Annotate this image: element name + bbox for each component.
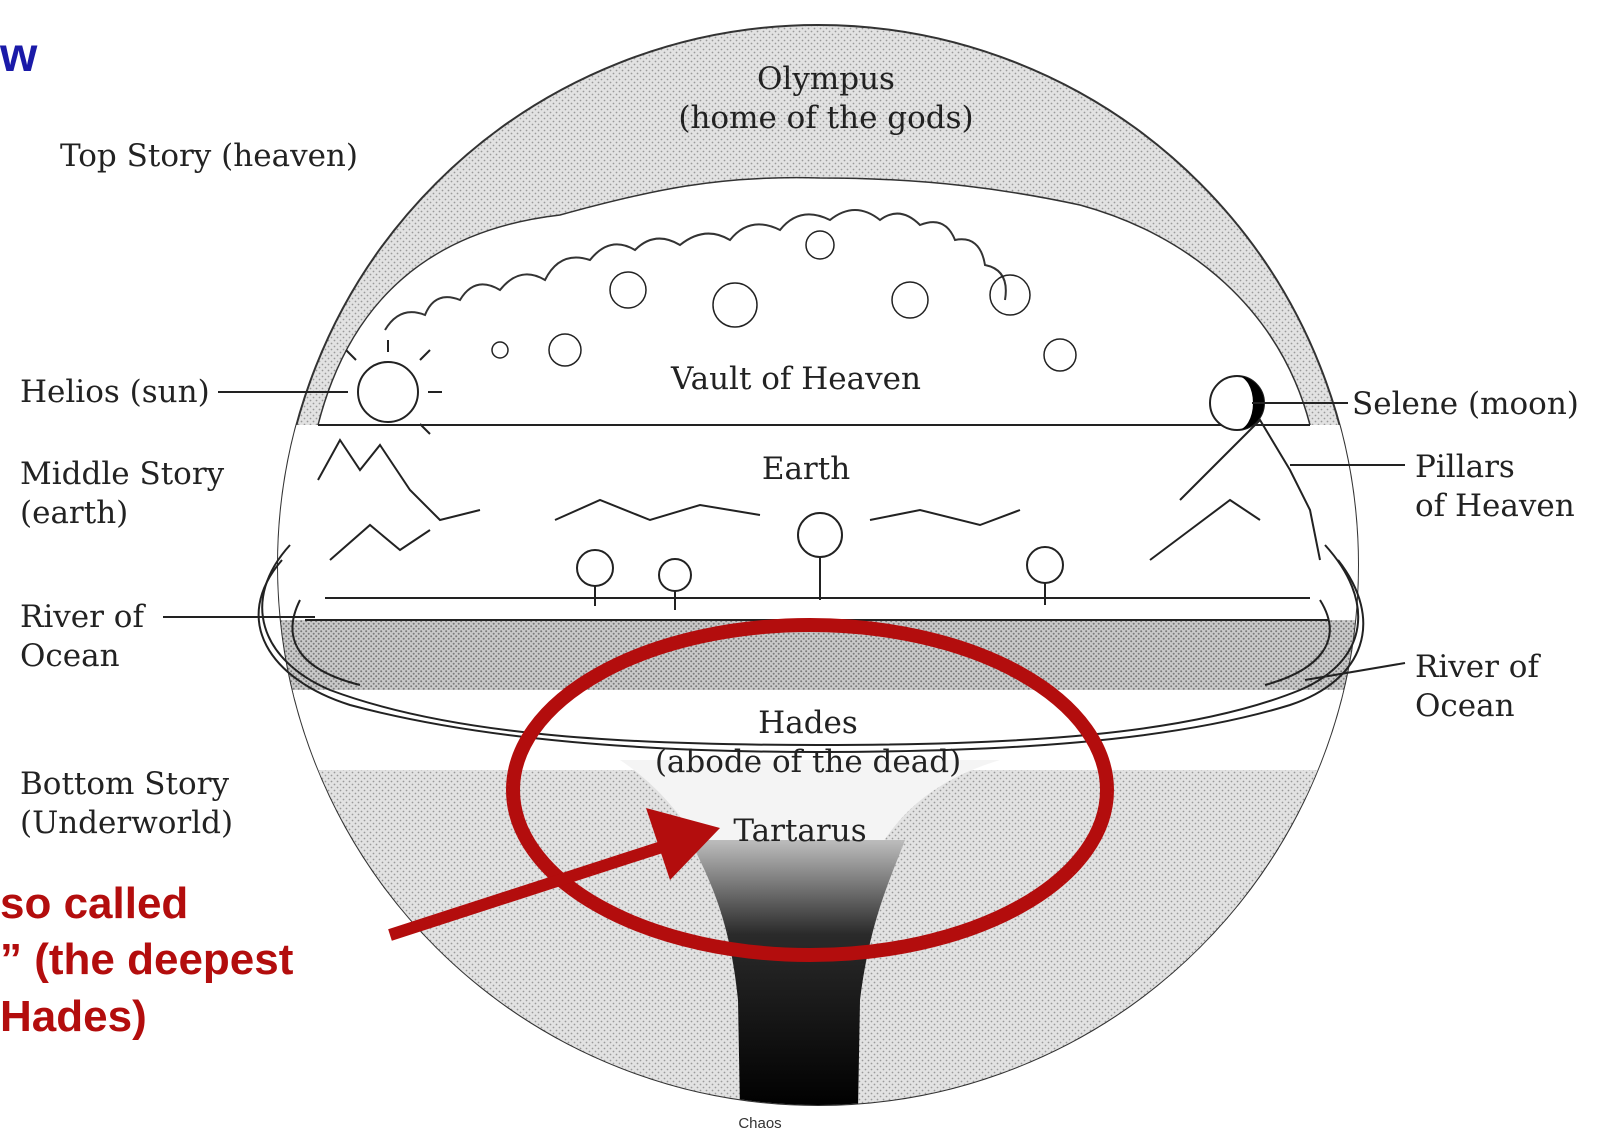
label-river-of-ocean-right: River of Ocean [1415,648,1539,726]
label-pillars-line2: of Heaven [1415,487,1575,526]
label-selene: Selene (moon) [1352,385,1579,424]
label-middle-story-line1: Middle Story [20,455,224,494]
label-middle-story: Middle Story (earth) [20,455,224,533]
label-bottom-story: Bottom Story (Underworld) [20,765,233,843]
label-river-right-line2: Ocean [1415,687,1539,726]
label-river-left-line2: Ocean [20,637,144,676]
callout-line-1: so called [0,876,293,932]
label-river-right-line1: River of [1415,648,1539,687]
label-river-of-ocean-left: River of Ocean [20,598,144,676]
label-olympus: Olympus (home of the gods) [678,60,973,138]
label-bottom-story-line1: Bottom Story [20,765,233,804]
label-chaos: Chaos [738,1115,781,1132]
label-hades-line1: Hades [655,704,961,743]
label-pillars-line1: Pillars [1415,448,1575,487]
slide-title: w [0,28,37,83]
label-olympus-line2: (home of the gods) [678,99,973,138]
label-vault-of-heaven: Vault of Heaven [671,360,921,399]
label-helios: Helios (sun) [20,373,210,412]
label-hades: Hades (abode of the dead) [655,704,961,782]
label-olympus-line1: Olympus [678,60,973,99]
annotation-callout: so called ” (the deepest Hades) [0,876,293,1045]
label-top-story: Top Story (heaven) [60,137,358,176]
label-tartarus: Tartarus [733,812,866,851]
callout-line-2: ” (the deepest [0,932,293,988]
label-hades-line2: (abode of the dead) [655,743,961,782]
label-river-left-line1: River of [20,598,144,637]
label-middle-story-line2: (earth) [20,494,224,533]
label-bottom-story-line2: (Underworld) [20,804,233,843]
label-pillars: Pillars of Heaven [1415,448,1575,526]
label-earth: Earth [762,450,850,489]
callout-line-3: Hades) [0,989,293,1045]
